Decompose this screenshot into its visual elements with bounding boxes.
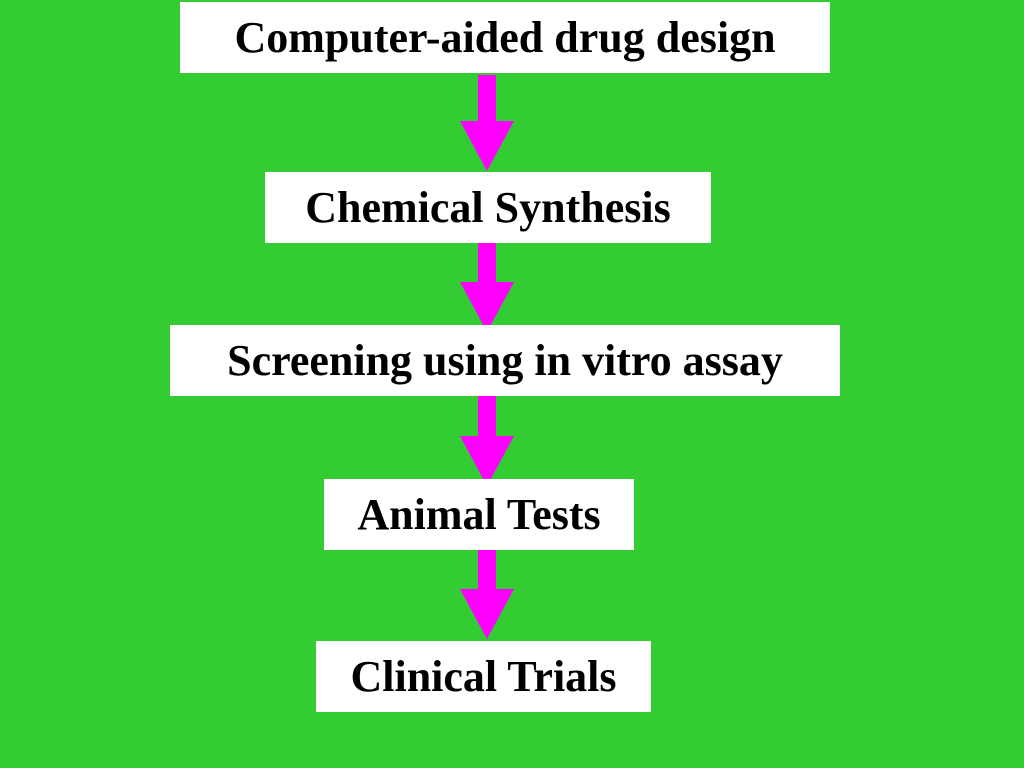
down-arrow-icon xyxy=(460,238,514,332)
step-chemical-synthesis: Chemical Synthesis xyxy=(265,172,711,243)
step-label: Screening using in vitro assay xyxy=(227,335,783,385)
step-animal-tests: Animal Tests xyxy=(324,479,634,550)
down-arrow-icon xyxy=(460,75,514,171)
step-clinical-trials: Clinical Trials xyxy=(316,641,651,712)
step-label: Computer-aided drug design xyxy=(234,12,776,62)
down-arrow-icon xyxy=(460,547,514,639)
down-arrow-icon xyxy=(460,394,514,486)
step-label: Clinical Trials xyxy=(350,651,617,701)
step-label: Chemical Synthesis xyxy=(305,182,671,232)
step-computer-aided-drug-design: Computer-aided drug design xyxy=(180,2,830,73)
step-screening-in-vitro-assay: Screening using in vitro assay xyxy=(170,325,840,396)
step-label: Animal Tests xyxy=(357,489,601,539)
